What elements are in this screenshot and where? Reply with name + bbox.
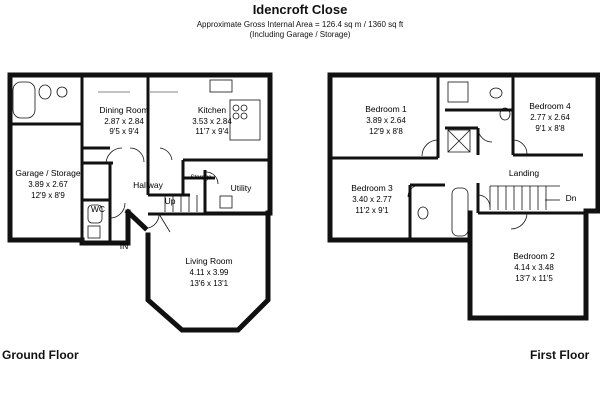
- bedroom3-imperial: 11'2 x 9'1: [355, 206, 389, 215]
- entrance-label: IN: [120, 241, 129, 251]
- bedroom1-metric: 3.89 x 2.64: [366, 116, 406, 125]
- living-room-imperial: 13'6 x 13'1: [190, 279, 229, 288]
- stairs-down-label: Dn: [566, 193, 577, 203]
- wc-label: WC: [91, 204, 105, 214]
- ground-floor-label: Ground Floor: [2, 348, 79, 362]
- kitchen-metric: 3.53 x 2.84: [192, 117, 232, 126]
- landing-label: Landing: [509, 168, 540, 178]
- plan-title: Idencroft Close: [252, 2, 348, 17]
- garage-metric: 3.89 x 2.67: [28, 180, 68, 189]
- bedroom1-imperial: 12'9 x 8'8: [369, 127, 403, 136]
- hallway-label: Hallway: [133, 180, 164, 190]
- bedroom1-name: Bedroom 1: [365, 104, 407, 114]
- area-summary: Approximate Gross Internal Area = 126.4 …: [196, 20, 404, 29]
- bedroom3-name: Bedroom 3: [351, 183, 393, 193]
- living-room-metric: 4.11 x 3.99: [190, 268, 230, 277]
- first-floor-label: First Floor: [530, 348, 590, 362]
- bedroom4-imperial: 9'1 x 8'8: [535, 124, 565, 133]
- living-room-name: Living Room: [185, 256, 232, 266]
- storage-label: Storage: [190, 175, 212, 181]
- dining-room-metric: 2.87 x 2.84: [104, 117, 144, 126]
- garage-imperial: 12'9 x 8'9: [31, 191, 65, 200]
- bedroom4-name: Bedroom 4: [529, 101, 571, 111]
- bedroom2-name: Bedroom 2: [513, 251, 555, 261]
- stairs-up-label: Up: [165, 196, 176, 206]
- bedroom2-imperial: 13'7 x 11'5: [515, 274, 553, 283]
- dining-room-imperial: 9'5 x 9'4: [109, 127, 139, 136]
- utility-label: Utility: [231, 183, 253, 193]
- first-floor-plan: [327, 72, 600, 321]
- kitchen-imperial: 11'7 x 9'4: [195, 127, 229, 136]
- ground-floor-plan: [7, 72, 273, 333]
- bedroom2-metric: 4.14 x 3.48: [514, 263, 554, 272]
- garage-name: Garage / Storage: [15, 168, 80, 178]
- area-note: (Including Garage / Storage): [249, 30, 351, 39]
- bedroom3-metric: 3.40 x 2.77: [352, 195, 392, 204]
- dining-room-name: Dining Room: [99, 105, 148, 115]
- bedroom4-metric: 2.77 x 2.64: [530, 113, 570, 122]
- kitchen-name: Kitchen: [198, 105, 227, 115]
